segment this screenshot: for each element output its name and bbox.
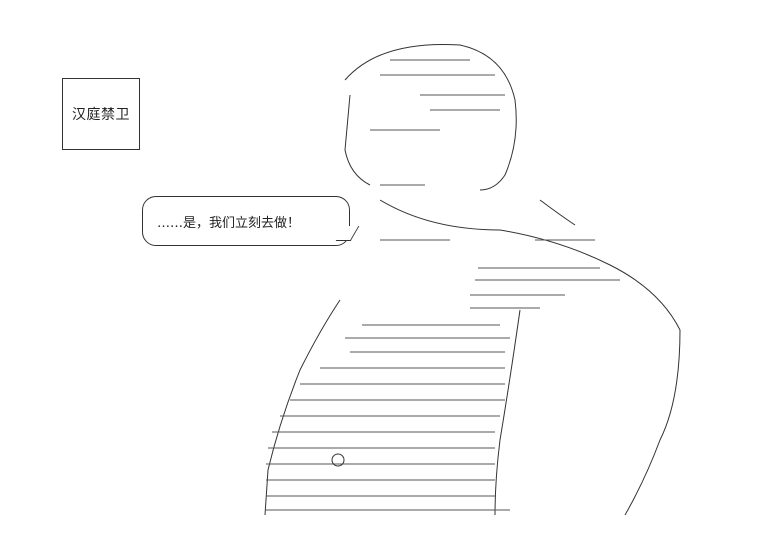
name-label-text: 汉庭禁卫 — [72, 107, 130, 123]
speech-text: ……是，我们立刻去做！ — [157, 215, 301, 231]
face-outline — [344, 94, 371, 186]
name-label-box: 汉庭禁卫 — [62, 78, 140, 150]
torso-right-outline — [494, 309, 521, 516]
shoulder-arm-outline — [379, 199, 681, 516]
head-outline — [344, 43, 517, 191]
art-texture — [266, 59, 620, 511]
figure-outline — [264, 43, 681, 516]
neck-line — [539, 199, 576, 226]
torso-left-outline — [264, 299, 341, 516]
speech-bubble: ……是，我们立刻去做！ — [142, 196, 350, 246]
